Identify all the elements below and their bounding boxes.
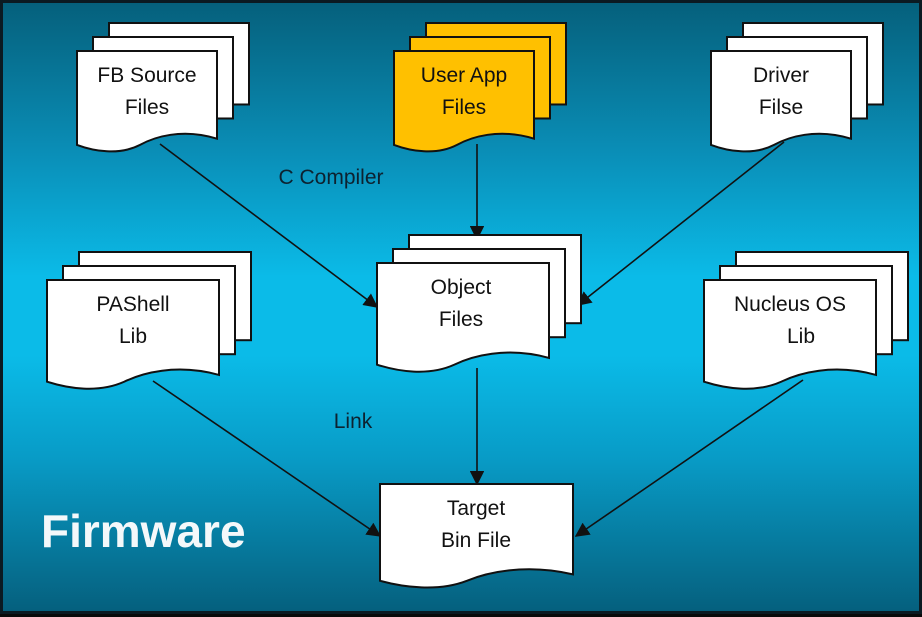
edge-driver-to-object [576, 141, 785, 306]
link-label: Link [334, 410, 373, 433]
edges [152, 141, 804, 537]
document-shape [703, 279, 877, 390]
node-label-line: Lib [787, 325, 815, 348]
node-label-line: Object [431, 276, 492, 299]
node-label-line: FB Source [97, 64, 196, 87]
document-shape [76, 50, 218, 153]
document-shape [379, 483, 574, 589]
document-shape [393, 50, 535, 153]
node-label-line: User App [421, 64, 507, 87]
node-label-line: PAShell [96, 293, 169, 316]
node-nucleus: Nucleus OS Lib [703, 251, 909, 390]
node-label-line: Files [442, 96, 486, 119]
node-label-line: Filse [759, 96, 803, 119]
edge-pashell-to-target [152, 380, 382, 537]
node-label-line: Target [447, 497, 506, 520]
document-shape [376, 262, 550, 373]
compile-label: C Compiler [278, 166, 383, 189]
edge-fb-source-to-object [159, 143, 379, 308]
document-shape [710, 50, 852, 153]
node-label-line: Bin File [441, 529, 511, 552]
document-shape [46, 279, 220, 390]
node-label-line: Files [439, 308, 483, 331]
node-label-line: Driver [753, 64, 809, 87]
node-label-line: Files [125, 96, 169, 119]
firmware-title: Firmware [41, 505, 246, 557]
edge-nucleus-to-target [574, 379, 804, 537]
node-label-line: Lib [119, 325, 147, 348]
node-label-line: Nucleus OS [734, 293, 846, 316]
